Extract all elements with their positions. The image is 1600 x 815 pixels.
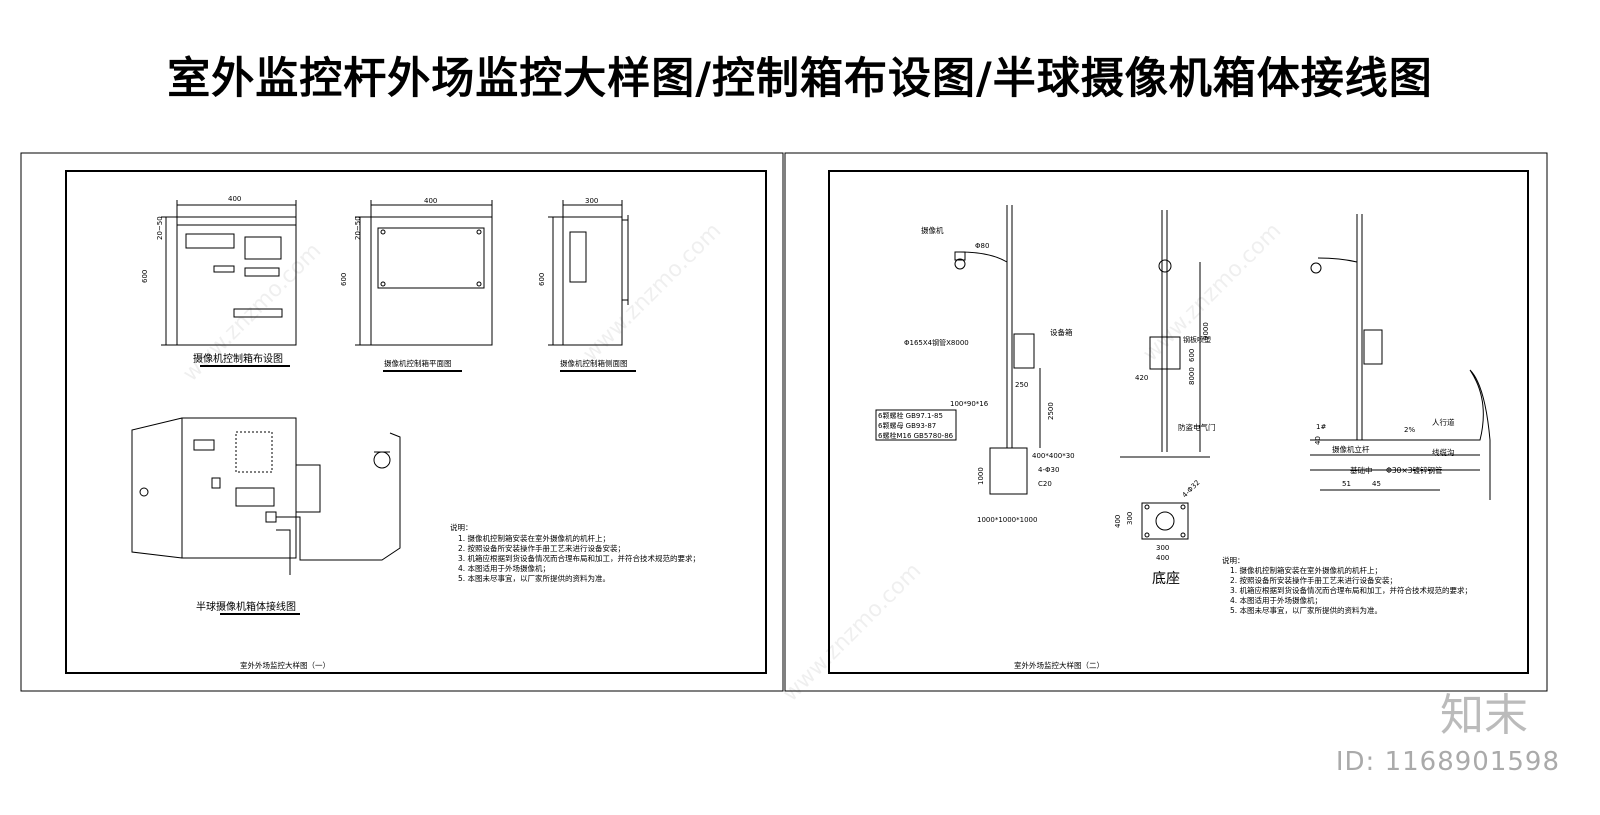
s2-note-1: 1. 摄像机控制箱安装在室外摄像机的机杆上； <box>1230 565 1382 575</box>
caption-layout: 摄像机控制箱布设图 <box>193 352 283 365</box>
dim-600-a: 600 <box>141 270 149 283</box>
brand-logo: 知末 <box>1440 690 1528 741</box>
dim-20-50-b: 20~50 <box>354 216 362 240</box>
s2-base-dim: 400*400*30 <box>1032 452 1075 460</box>
caption-front: 摄像机控制箱平面图 <box>384 358 452 368</box>
s2-notes-title: 说明： <box>1222 555 1245 565</box>
caption-side: 摄像机控制箱侧面图 <box>560 358 628 368</box>
s1-note-5: 5. 本图未尽事宜，以厂家所提供的资料为准。 <box>458 573 610 583</box>
caption-wiring: 半球摄像机箱体接线图 <box>196 600 296 613</box>
sheet2-inner-frame <box>828 170 1529 674</box>
s2-pole-spec: Φ165X4钢管X8000 <box>904 338 969 347</box>
control-box-layout <box>161 200 297 346</box>
dim-600-b: 600 <box>340 273 348 286</box>
sheet1-footer: 室外外场监控大样图（一） <box>240 660 330 670</box>
s1-notes-title: 说明： <box>450 522 473 532</box>
s2-note-5: 5. 本图未尽事宜，以厂家所提供的资料为准。 <box>1230 605 1382 615</box>
s2-base-label: 基础中 <box>1350 465 1373 475</box>
dim-300: 300 <box>585 197 598 205</box>
s2-walkway: 人行道 <box>1432 417 1455 427</box>
drawing-title: 室外监控杆外场监控大样图/控制箱布设图/半球摄像机箱体接线图 <box>167 54 1433 104</box>
s2-420: 420 <box>1135 374 1148 382</box>
sheet2-footer: 室外外场监控大样图（二） <box>1014 660 1104 670</box>
sheet1-outer-border <box>20 152 784 692</box>
control-box-side <box>548 200 629 346</box>
base-plate <box>1141 502 1189 540</box>
dim-400-b: 400 <box>424 197 437 205</box>
s2-note-3: 3. 机箱应根据到货设备情况而合理布局和加工，并符合技术规范的要求； <box>1230 585 1472 595</box>
s2-pole-label: 摄像机立杆 <box>1332 444 1370 454</box>
s2-base-300h: 300 <box>1156 544 1169 552</box>
s2-8000: 8000 <box>1188 367 1196 385</box>
s2-note-4: 4. 本图适用于外场摄像机； <box>1230 595 1322 605</box>
s1-note-3: 3. 机箱应根据到货设备情况而合理布局和加工，并符合技术规范的要求； <box>458 553 700 563</box>
s1-note-4: 4. 本图适用于外场摄像机； <box>458 563 550 573</box>
s2-51: 51 <box>1342 480 1351 488</box>
s2-base-title: 底座 <box>1152 571 1180 587</box>
s2-note-2: 2. 按照设备所安装操作手册工艺来进行设备安装； <box>1230 575 1397 585</box>
s2-1000: 1000 <box>977 467 985 485</box>
dim-600-c: 600 <box>538 273 546 286</box>
s2-holes: 4-Φ30 <box>1038 466 1059 474</box>
s2-9000: 9000 <box>1202 322 1210 340</box>
s2-box: 设备箱 <box>1050 327 1073 337</box>
s2-base-400h: 400 <box>1156 554 1169 562</box>
s2-base-holes: 4-Φ32 <box>1181 479 1202 500</box>
control-box-front <box>355 200 493 346</box>
s2-steel-box: 钢板喷塑 <box>1183 335 1211 344</box>
s2-600: 600 <box>1188 349 1196 362</box>
s2-45: 45 <box>1372 480 1381 488</box>
s2-door: 防盗电气门 <box>1178 422 1216 432</box>
sheet2-outer-border <box>784 152 1548 692</box>
s2-cable-well: 线缆沟 <box>1432 447 1455 457</box>
s2-1b: 1# <box>1316 423 1326 431</box>
s2-40: 40 <box>1314 436 1322 445</box>
s2-base-300v: 300 <box>1126 512 1134 525</box>
s2-250: 250 <box>1015 381 1028 389</box>
pole-2 <box>1120 210 1210 458</box>
s2-camera: 摄像机 <box>921 225 944 235</box>
s2-bolt-1: 6颗螺栓 GB97.1-85 <box>878 411 943 420</box>
s1-note-2: 2. 按照设备所安装操作手册工艺来进行设备安装； <box>458 543 625 553</box>
s2-d80: Φ80 <box>975 242 989 250</box>
s2-foundation: 1000*1000*1000 <box>977 516 1037 524</box>
pole-1 <box>954 205 1041 495</box>
s2-base-400: 400 <box>1114 515 1122 528</box>
s2-bolt-3: 6螺栓M16 GB5780-86 <box>878 431 954 440</box>
s2-2p: 2% <box>1404 426 1415 434</box>
s2-c20: C20 <box>1038 480 1052 488</box>
sheet1-inner-frame <box>65 170 767 674</box>
pole-3-section <box>1310 214 1491 500</box>
s2-2500: 2500 <box>1047 402 1055 420</box>
id-stamp: ID: 1168901598 <box>1335 747 1560 777</box>
wiring-diagram <box>131 417 401 575</box>
dim-20-50-a: 20~50 <box>156 216 164 240</box>
s1-note-1: 1. 摄像机控制箱安装在室外摄像机的机杆上； <box>458 533 610 543</box>
s2-pipe: Φ30×3镀锌钢管 <box>1386 465 1443 475</box>
s2-plate: 100*90*16 <box>950 400 989 408</box>
dim-400-a: 400 <box>228 195 241 203</box>
s2-bolt-2: 6颗螺母 GB93-87 <box>878 421 936 430</box>
